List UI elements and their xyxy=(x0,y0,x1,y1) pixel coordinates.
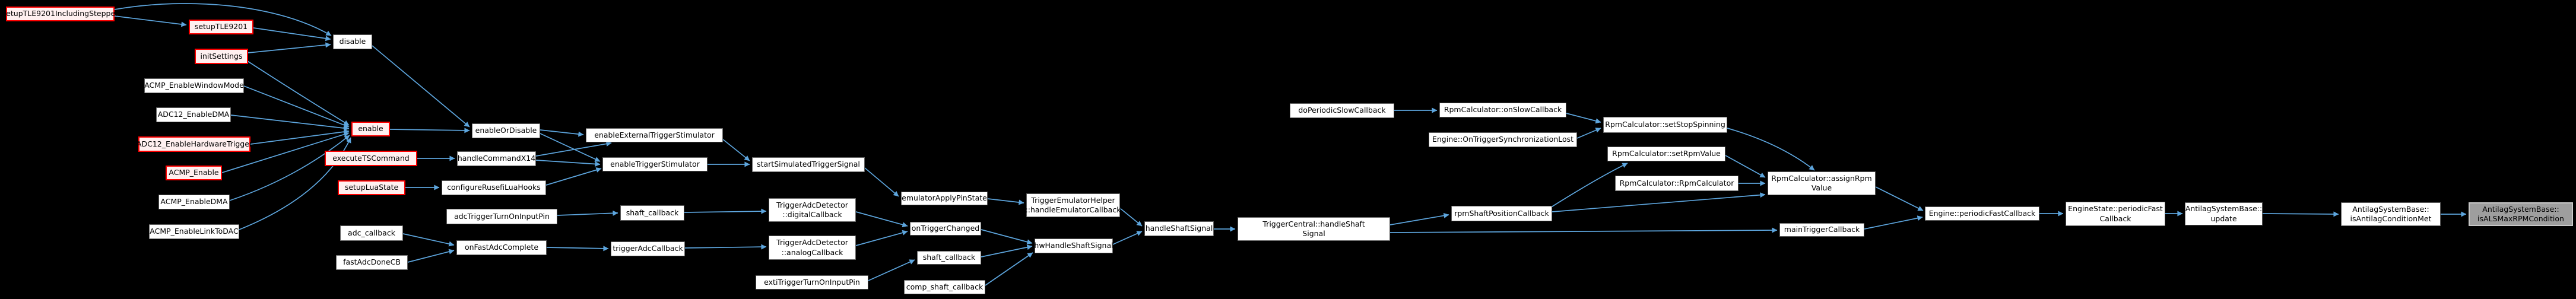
node-hw-handle-shaft-signal[interactable]: hwHandleShaftSignal xyxy=(1034,238,1113,253)
node-rpm-calculator-on-slow-callback[interactable]: RpmCalculator::onSlowCallback xyxy=(1439,103,1566,117)
edge-rpm-shaft-position-callback-to-rpm-calculator-set-rpm-value xyxy=(1550,163,1628,208)
node-acmp-enable-dma[interactable]: ACMP_EnableDMA xyxy=(158,195,230,209)
node-execute-ts-command[interactable]: executeTSCommand xyxy=(325,151,417,166)
node-enable-or-disable[interactable]: enableOrDisable xyxy=(472,123,540,138)
node-rpm-calculator-rpm-calculator[interactable]: RpmCalculator::RpmCalculator xyxy=(1615,176,1739,191)
edge-adc12-enable-dma-to-enable xyxy=(230,114,350,131)
edge-handle-command-x14-to-enable-external-trigger-stimulator xyxy=(535,141,612,157)
node-acmp-enable-link-to-dac[interactable]: ACMP_EnableLinkToDAC xyxy=(149,224,239,239)
edge-acmp-enable-window-mode-to-enable xyxy=(243,85,350,128)
edge-fast-adc-done-cb-to-on-fast-adc-complete xyxy=(407,249,455,263)
edge-adc-trigger-turn-on-input-pin-to-shaft-callback-1 xyxy=(557,210,618,216)
node-adc12-enable-hardware-trigger[interactable]: ADC12_EnableHardwareTrigger xyxy=(137,136,252,152)
edge-adc12-enable-hardware-trigger-to-enable xyxy=(250,129,350,145)
node-adc-trigger-turn-on-input-pin[interactable]: adcTriggerTurnOnInputPin xyxy=(446,209,557,224)
edge-main-trigger-callback-to-engine-periodic-fast-callback xyxy=(1864,215,1923,230)
edge-enable-to-enable-or-disable xyxy=(389,128,470,133)
edge-on-trigger-changed-to-hw-handle-shaft-signal xyxy=(981,229,1033,245)
edge-rpm-calculator-on-slow-callback-to-rpm-calculator-set-stop-spinning xyxy=(1566,113,1601,124)
edge-rpm-calculator-set-stop-spinning-to-rpm-calculator-assign-rpm-value xyxy=(1727,128,1815,171)
node-trigger-adc-detector-digital-callback[interactable]: TriggerAdcDetector ::digitalCallback xyxy=(769,198,856,222)
node-setup-tle9201-including-stepper[interactable]: setupTLE9201IncludingStepper xyxy=(2,7,118,21)
node-do-periodic-slow-callback[interactable]: doPeriodicSlowCallback xyxy=(1290,103,1394,118)
node-exti-trigger-turn-on-input-pin[interactable]: extiTriggerTurnOnInputPin xyxy=(756,275,868,290)
node-trigger-central-handle-shaft-signal[interactable]: TriggerCentral::handleShaft Signal xyxy=(1238,217,1390,241)
edge-on-fast-adc-complete-to-trigger-adc-callback xyxy=(546,246,609,252)
node-on-fast-adc-complete[interactable]: onFastAdcComplete xyxy=(456,240,547,255)
edge-emulator-apply-pin-state-to-trigger-emulator-helper-handle-emulator-callback xyxy=(987,198,1024,205)
edge-trigger-central-handle-shaft-signal-to-rpm-shaft-position-callback xyxy=(1389,213,1449,225)
edge-start-simulated-trigger-signal-to-emulator-apply-pin-state xyxy=(864,167,899,197)
node-antilag-system-base-is-antilag-condition-met[interactable]: AntilagSystemBase:: isAntilagConditionMe… xyxy=(2341,202,2441,226)
edge-trigger-adc-detector-digital-callback-to-on-trigger-changed xyxy=(855,211,908,228)
node-trigger-emulator-helper-handle-emulator-callback[interactable]: TriggerEmulatorHelper ::handleEmulatorCa… xyxy=(1026,193,1121,217)
edge-acmp-enable-dma-to-enable xyxy=(229,135,350,201)
node-acmp-enable[interactable]: ACMP_Enable xyxy=(166,166,222,180)
edge-handle-command-x14-to-enable-trigger-stimulator xyxy=(535,160,601,167)
node-rpm-shaft-position-callback[interactable]: rpmShaftPositionCallback xyxy=(1451,206,1552,221)
edge-trigger-emulator-helper-handle-emulator-callback-to-handle-shaft-signal xyxy=(1119,208,1143,227)
edge-comp-shaft-callback-to-hw-handle-shaft-signal xyxy=(985,252,1033,286)
edge-enable-or-disable-to-enable-external-trigger-stimulator xyxy=(540,129,584,137)
node-engine-periodic-fast-callback[interactable]: Engine::periodicFastCallback xyxy=(1925,206,2039,221)
node-engine-state-periodic-fast-callback[interactable]: EngineState::periodicFast Callback xyxy=(2066,202,2165,226)
node-trigger-adc-detector-analog-callback[interactable]: TriggerAdcDetector ::analogCallback xyxy=(769,236,856,260)
node-disable[interactable]: disable xyxy=(333,34,372,49)
node-adc-callback[interactable]: adc_callback xyxy=(340,225,403,241)
node-handle-shaft-signal[interactable]: handleShaftSignal xyxy=(1144,221,1214,236)
edge-init-settings-to-disable xyxy=(248,42,331,53)
edge-rpm-shaft-position-callback-to-rpm-calculator-assign-rpm-value xyxy=(1552,192,1766,212)
edge-rpm-calculator-set-rpm-value-to-rpm-calculator-assign-rpm-value xyxy=(1725,155,1766,178)
node-fast-adc-done-cb[interactable]: fastAdcDoneCB xyxy=(336,255,408,270)
node-enable-external-trigger-stimulator[interactable]: enableExternalTriggerStimulator xyxy=(586,128,723,142)
node-emulator-apply-pin-state[interactable]: emulatorApplyPinState xyxy=(901,192,988,205)
edge-enable-external-trigger-stimulator-to-start-simulated-trigger-signal xyxy=(722,139,750,161)
edge-trigger-central-handle-shaft-signal-to-main-trigger-callback xyxy=(1389,227,1778,233)
edge-adc-callback-to-on-fast-adc-complete xyxy=(402,233,455,247)
edge-shaft-callback-1-to-trigger-adc-detector-digital-callback xyxy=(684,208,767,214)
edge-trigger-adc-callback-to-trigger-adc-detector-analog-callback xyxy=(684,244,767,250)
edge-exti-trigger-turn-on-input-pin-to-shaft-callback-2 xyxy=(868,259,915,281)
node-shaft-callback-1[interactable]: shaft_callback xyxy=(620,205,684,221)
node-shaft-callback-2[interactable]: shaft_callback xyxy=(917,251,981,265)
edge-disable-to-enable-or-disable xyxy=(372,45,470,128)
node-rpm-calculator-assign-rpm-value[interactable]: RpmCalculator::assignRpm Value xyxy=(1768,171,1876,195)
edge-rpm-calculator-assign-rpm-value-to-engine-periodic-fast-callback xyxy=(1875,186,1924,211)
node-init-settings[interactable]: initSettings xyxy=(195,49,248,64)
node-enable-trigger-stimulator[interactable]: enableTriggerStimulator xyxy=(602,157,708,171)
node-antilag-system-base-update[interactable]: AntilagSystemBase:: update xyxy=(2185,202,2263,225)
node-main-trigger-callback[interactable]: mainTriggerCallback xyxy=(1779,223,1864,237)
edge-engine-on-trigger-synchronization-lost-to-rpm-calculator-set-stop-spinning xyxy=(1576,128,1601,139)
edge-trigger-adc-detector-analog-callback-to-on-trigger-changed xyxy=(855,230,908,246)
node-configure-rusefi-lua-hooks[interactable]: configureRusefiLuaHooks xyxy=(442,180,546,195)
edge-init-settings-to-enable xyxy=(247,61,350,126)
node-setup-lua-state[interactable]: setupLuaState xyxy=(338,180,405,195)
edge-shaft-callback-2-to-hw-handle-shaft-signal xyxy=(981,244,1033,257)
edge-setup-tle9201-to-disable xyxy=(253,27,331,42)
node-rpm-calculator-set-stop-spinning[interactable]: RpmCalculator::setStopSpinning xyxy=(1603,117,1727,133)
node-rpm-calculator-set-rpm-value[interactable]: RpmCalculator::setRpmValue xyxy=(1607,147,1725,161)
node-setup-tle9201[interactable]: setupTLE9201 xyxy=(189,20,253,34)
node-enable[interactable]: enable xyxy=(351,122,390,136)
edge-acmp-enable-to-enable xyxy=(221,132,350,173)
node-comp-shaft-callback[interactable]: comp_shaft_callback xyxy=(904,280,985,294)
edge-configure-rusefi-lua-hooks-to-enable-trigger-stimulator xyxy=(545,167,602,186)
node-adc12-enable-dma[interactable]: ADC12_EnableDMA xyxy=(156,107,231,122)
edge-hw-handle-shaft-signal-to-handle-shaft-signal xyxy=(1112,231,1143,245)
edge-setup-tle9201-including-stepper-to-disable xyxy=(114,3,332,36)
node-handle-command-x14[interactable]: handleCommandX14 xyxy=(457,151,536,166)
edge-enable-or-disable-to-enable-trigger-stimulator xyxy=(540,133,601,162)
node-acmp-enable-window-mode[interactable]: ACMP_EnableWindowMode xyxy=(144,78,244,93)
node-start-simulated-trigger-signal[interactable]: startSimulatedTriggerSignal xyxy=(752,157,865,172)
node-antilag-system-base-is-als-max-rpm-condition[interactable]: AntilagSystemBase:: isALSMaxRPMCondition xyxy=(2469,202,2573,226)
node-trigger-adc-callback[interactable]: triggerAdcCallback xyxy=(611,241,685,256)
node-on-trigger-changed[interactable]: onTriggerChanged xyxy=(910,222,981,236)
node-engine-on-trigger-synchronization-lost[interactable]: Engine::OnTriggerSynchronizationLost xyxy=(1429,132,1577,147)
edge-setup-tle9201-including-stepper-to-setup-tle9201 xyxy=(114,15,187,27)
